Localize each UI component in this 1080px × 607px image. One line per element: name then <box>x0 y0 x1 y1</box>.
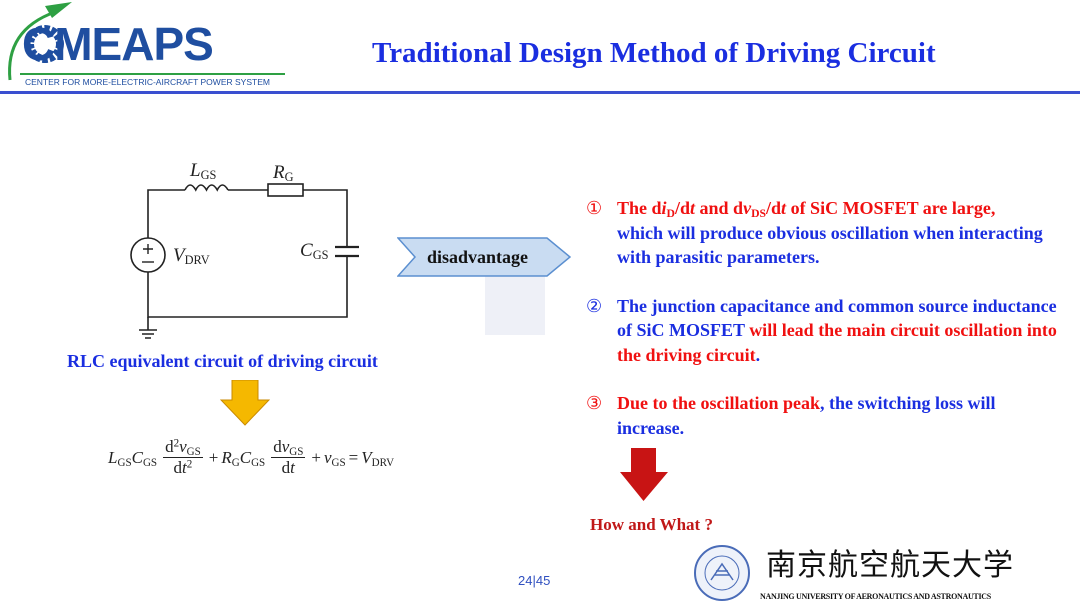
point-2: ② The junction capacitance and common so… <box>586 295 1057 365</box>
disadvantage-label: disadvantage <box>427 247 529 267</box>
logo-swoosh <box>8 2 285 81</box>
inductor-symbol <box>184 184 229 192</box>
ground-icon <box>139 317 157 339</box>
source-label: VDRV <box>173 245 210 268</box>
plus-sign-icon <box>143 244 153 254</box>
page-number: 24|45 <box>518 573 551 588</box>
logo-text: CMEAPS <box>22 18 214 70</box>
point-3: ③ Due to the oscillation peak, the switc… <box>586 393 996 438</box>
resistor-symbol <box>267 183 304 197</box>
capacitor-symbol <box>335 245 359 258</box>
how-and-what-text: How and What ? <box>590 515 713 534</box>
university-name-en: NANJING UNIVERSITY OF AERONAUTICS AND AS… <box>760 592 991 601</box>
voltage-source-symbol <box>130 237 166 273</box>
capacitor-label: CGS <box>300 240 329 263</box>
yellow-down-arrow-icon <box>220 380 270 426</box>
inductor-label: LGS <box>190 160 217 183</box>
logo-subtitle: CENTER FOR MORE-ELECTRIC-AIRCRAFT POWER … <box>25 77 270 87</box>
header-divider <box>0 91 1080 94</box>
red-down-arrow-icon <box>620 448 668 501</box>
disadvantage-arrow <box>397 237 571 277</box>
circuit-caption: RLC equivalent circuit of driving circui… <box>67 351 378 371</box>
nuaa-seal-logo <box>694 545 750 601</box>
university-name-cn: 南京航空航天大学 <box>766 548 1014 583</box>
resistor-label: RG <box>273 162 294 185</box>
rlc-circuit-diagram <box>130 183 359 339</box>
page-title: Traditional Design Method of Driving Cir… <box>372 37 936 69</box>
